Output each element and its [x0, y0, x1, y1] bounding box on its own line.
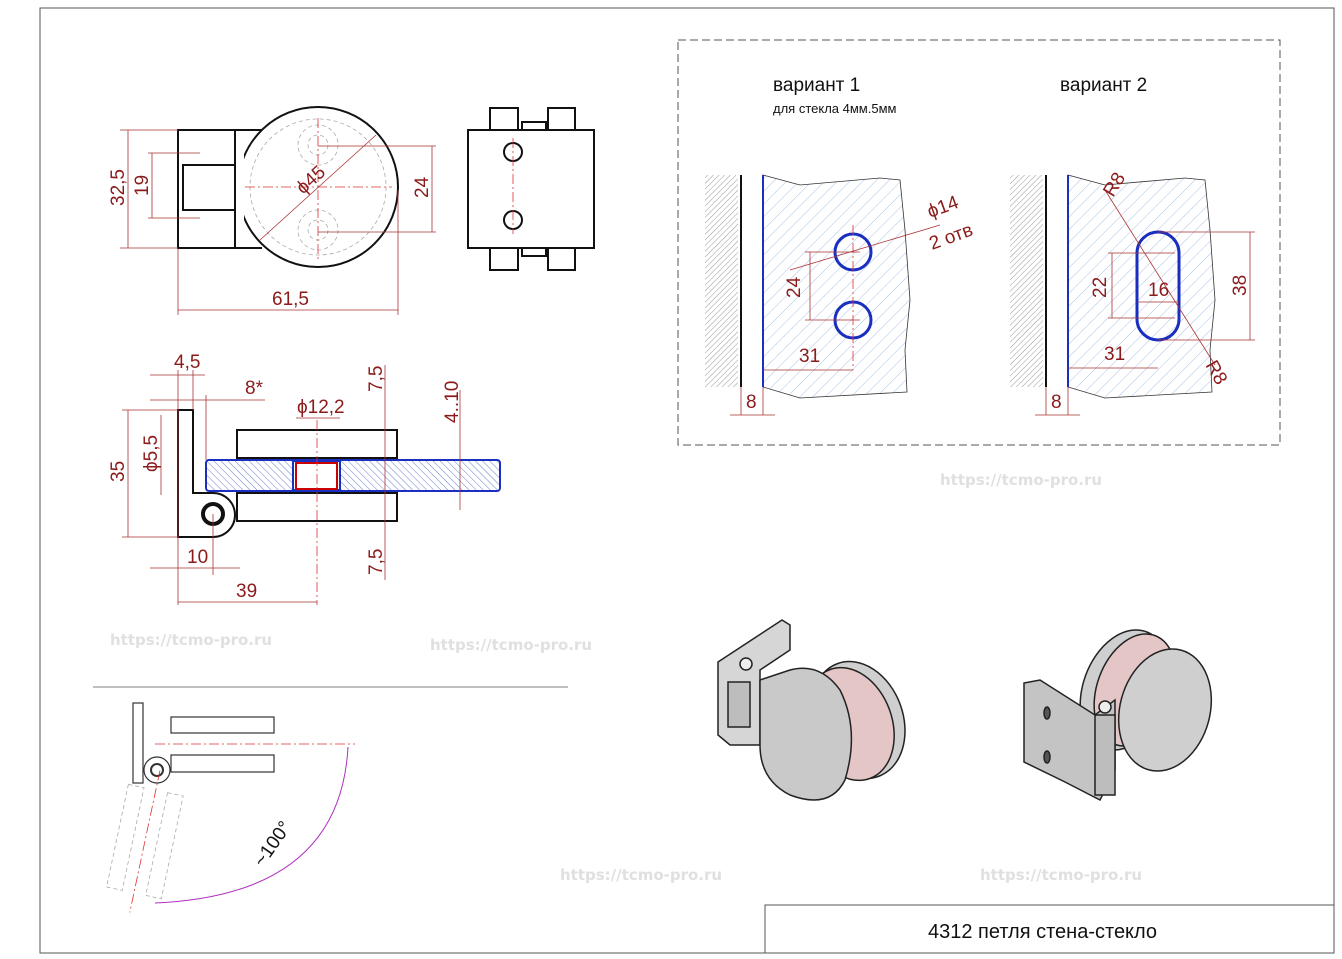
section-view: 4,5 8* 35 ϕ5,5 10 39 ϕ12,2 7,5 7,5 4..10 [108, 352, 501, 605]
dim-bracket-thickness: 4,5 [174, 352, 200, 373]
variants-frame [677, 39, 1281, 446]
v2-gap: 8 [1051, 392, 1062, 413]
dim-plate-bottom: 7,5 [366, 549, 387, 575]
watermark-text: https://tcmo-pro.ru [980, 866, 1142, 884]
side-view [467, 107, 595, 271]
v1-offset: 31 [799, 346, 820, 367]
v1-hole-count: 2 отв [927, 220, 976, 255]
swing-angle: ~100° [250, 818, 296, 871]
title-block: 4312 петля стена-стекло [764, 904, 1335, 954]
dim-section-height: 35 [108, 461, 129, 482]
sheet-border [39, 7, 1335, 954]
dim-bore: ϕ12,2 [297, 397, 345, 418]
dim-plate-top: 7,5 [366, 366, 387, 392]
watermark-text: https://tcmo-pro.ru [560, 866, 722, 884]
v1-gap: 8 [746, 392, 757, 413]
watermark-text: https://tcmo-pro.ru [110, 631, 272, 649]
watermark-text: https://tcmo-pro.ru [430, 636, 592, 654]
v1-spacing: 24 [784, 276, 805, 298]
swing-view: ~100° [106, 702, 355, 913]
variant-1-title: вариант 1 [773, 75, 860, 96]
watermark-layer: https://tcmo-pro.ru https://tcmo-pro.ru ht… [110, 471, 1142, 884]
drawing-title: 4312 петля стена-стекло [928, 921, 1157, 943]
watermark-text: https://tcmo-pro.ru [940, 471, 1102, 489]
dim-slot: 19 [132, 175, 153, 196]
dim-length: 61,5 [272, 289, 309, 310]
v2-offset: 31 [1104, 344, 1125, 365]
hinge-render-front [717, 619, 906, 801]
variant-2: вариант 2 R8 R8 22 16 38 31 8 [1010, 75, 1255, 416]
variant-1: вариант 1 для стекла 4мм.5мм ϕ14 2 отв 2… [705, 75, 976, 416]
dim-glass-range: 4..10 [442, 381, 463, 423]
dim-hole-diameter: ϕ5,5 [141, 435, 162, 472]
v2-slot-width: 16 [1148, 280, 1169, 301]
variant-1-subtitle: для стекла 4мм.5мм [773, 101, 897, 116]
dim-gap: 8* [245, 378, 264, 399]
dim-hole-spacing: 24 [412, 176, 433, 198]
top-view: 32,5 19 24 61,5 ϕ45 [108, 106, 436, 315]
hinge-render-back [1023, 629, 1213, 802]
v2-overall: 38 [1230, 275, 1251, 296]
dim-axis-offset: 39 [236, 581, 257, 602]
v2-slot-height: 22 [1090, 277, 1111, 298]
dim-height: 32,5 [108, 169, 129, 206]
dim-pivot-offset: 10 [187, 547, 208, 568]
v1-hole: ϕ14 [925, 192, 962, 223]
variant-2-title: вариант 2 [1060, 75, 1147, 96]
